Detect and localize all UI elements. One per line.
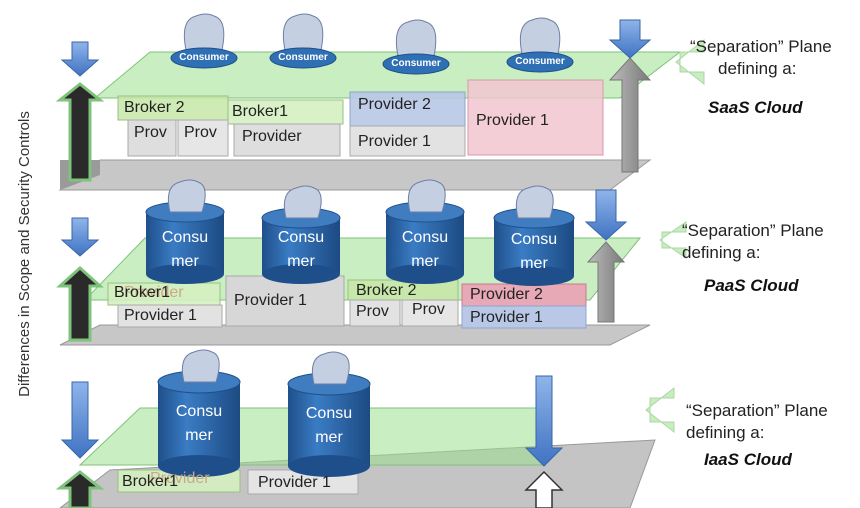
saas-layer (58, 51, 682, 191)
saas-gray-up-arrow (608, 57, 652, 173)
paas-provider2-label: Provider 2 (470, 286, 543, 303)
saas-consumer-1-label: Consumer (179, 52, 229, 63)
saas-plane-line2: defining a: (718, 59, 797, 78)
saas-consumers (170, 13, 574, 75)
paas-consumer-2 (261, 185, 341, 284)
saas-provider2-label: Provider 2 (358, 96, 431, 113)
iaas-up-arrow (55, 470, 105, 508)
paas-consumer-4 (493, 185, 575, 286)
saas-up-arrow (55, 82, 105, 182)
paas-consumer-2-text: Consu mer (277, 229, 325, 270)
paas-consumer-2-label: Consu mer (262, 226, 340, 274)
iaas-plane-text: “Separation” Plane defining a: (686, 400, 828, 444)
paas-consumer-1-text: Consu mer (161, 229, 209, 270)
paas-consumer-4-text: Consu mer (510, 231, 558, 272)
saas-plane-pointer (675, 38, 705, 86)
paas-broker2-label: Broker 2 (356, 282, 417, 299)
saas-consumer-4-label: Consumer (515, 56, 565, 67)
saas-consumer-1 (170, 13, 238, 69)
saas-consumer-2-label: Consumer (278, 52, 328, 63)
paas-consumer-3 (385, 179, 465, 284)
paas-consumer-4-label: Consu mer (494, 228, 574, 276)
saas-provider1-low-box (349, 125, 466, 157)
saas-plane-line1: “Separation” Plane (690, 37, 832, 56)
iaas-consumers (157, 349, 371, 477)
paas-provider1-left-label: Provider 1 (124, 307, 197, 324)
side-axis-label: Differences in Scope and Security Contro… (16, 111, 33, 397)
paas-down-arrow (60, 217, 100, 257)
iaas-provider-ghost-label: Provider (150, 470, 210, 487)
iaas-provider1-label: Provider 1 (258, 474, 331, 491)
paas-gray-up-arrow (586, 241, 626, 323)
paas-prov-a-label: Prov (356, 303, 389, 320)
paas-plane-pointer (659, 221, 687, 259)
iaas-blue-down-arrow (524, 375, 564, 467)
paas-prov-a-box (349, 299, 401, 327)
paas-plane-line2: defining a: (682, 243, 761, 262)
paas-provider1-right-box (461, 305, 587, 329)
saas-consumer-2 (269, 13, 337, 69)
iaas-consumer-2-text: Consu mer (305, 405, 353, 446)
saas-blue-down-arrow (608, 19, 652, 59)
paas-plane-text: “Separation” Plane defining a: (682, 220, 824, 264)
saas-down-arrow (60, 41, 100, 77)
paas-provider1-mid-box (225, 275, 345, 327)
paas-consumer-1 (145, 179, 225, 284)
iaas-consumer-2 (287, 351, 371, 477)
paas-cloud-name: PaaS Cloud (704, 276, 799, 295)
paas-prov-b-label: Prov (412, 301, 445, 318)
plane-pointer-arrows (645, 38, 705, 434)
iaas-down-arrow (60, 381, 100, 459)
iaas-cloud-name: IaaS Cloud (704, 450, 792, 469)
paas-blue-down-arrow (584, 189, 628, 241)
iaas-consumer-1-label: Consu mer (158, 400, 240, 448)
paas-provider1-mid-label: Provider 1 (234, 292, 307, 309)
saas-provider2-box (349, 91, 466, 127)
right-arrows (524, 19, 652, 508)
paas-consumer-3-text: Consu mer (401, 229, 449, 270)
saas-prov-b-label: Prov (184, 124, 217, 141)
saas-slab-top (58, 159, 652, 191)
paas-up-arrow (56, 265, 104, 342)
saas-broker2-label: Broker 2 (124, 99, 185, 116)
left-arrows (55, 41, 105, 508)
iaas-consumer-1-text: Consu mer (175, 403, 223, 444)
saas-provider1-right-label: Provider 1 (476, 112, 549, 129)
saas-consumer-3-label: Consumer (391, 58, 441, 69)
saas-cloud-name: SaaS Cloud (708, 98, 803, 117)
saas-provider-label: Provider (242, 128, 302, 145)
saas-provider1-low-label: Provider 1 (358, 133, 431, 150)
saas-consumer-3 (382, 19, 450, 75)
saas-prov-a-box (127, 119, 177, 157)
saas-prov-a-label: Prov (134, 124, 167, 141)
saas-broker1-label: Broker1 (232, 103, 289, 120)
paas-consumer-3-label: Consu mer (386, 226, 464, 274)
saas-prov-b-box (177, 119, 229, 157)
iaas-white-up-arrow (524, 470, 564, 508)
saas-plane-text: “Separation” Plane defining a: (690, 36, 832, 80)
paas-broker1-label: Broker1 (114, 284, 171, 301)
saas-broker1-box (227, 99, 344, 125)
paas-provider-ghost-label: Provider (124, 284, 184, 301)
iaas-plane-pointer (645, 386, 675, 434)
paas-consumers (145, 179, 575, 286)
iaas-consumer-2-label: Consu mer (288, 402, 370, 450)
iaas-consumer-1 (157, 349, 241, 477)
saas-provider1-right-box (467, 79, 604, 156)
saas-provider-box (233, 123, 341, 157)
paas-provider1-left-box (117, 304, 223, 328)
paas-consumer-1-label: Consu mer (146, 226, 224, 274)
paas-plane-line1: “Separation” Plane (682, 221, 824, 240)
iaas-broker1-label: Broker1 (122, 473, 179, 490)
iaas-plane-line1: “Separation” Plane (686, 401, 828, 420)
paas-provider1-right-label: Provider 1 (470, 309, 543, 326)
paas-prov-b-box (401, 299, 459, 327)
iaas-plane-line2: defining a: (686, 423, 765, 442)
saas-consumer-4 (506, 17, 574, 73)
